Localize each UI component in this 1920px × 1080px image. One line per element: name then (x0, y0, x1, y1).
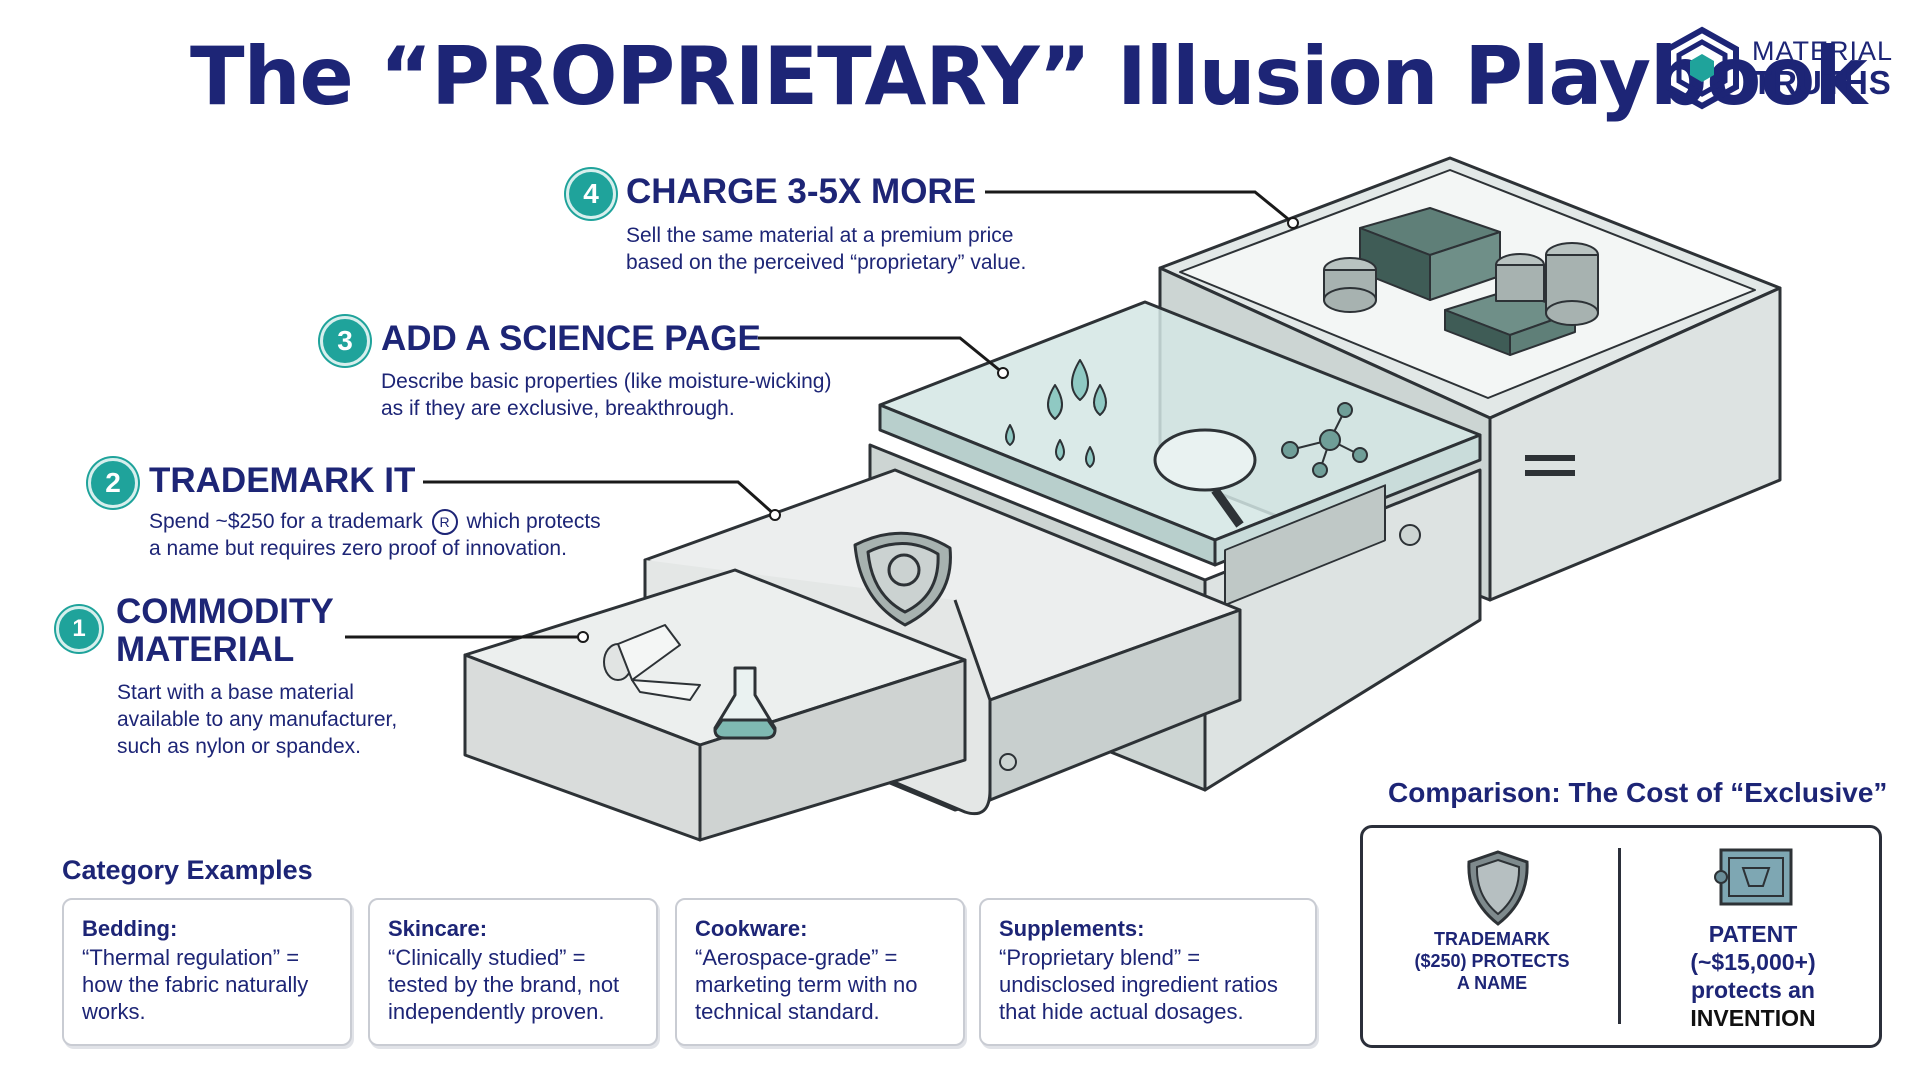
card-title: Skincare: (388, 916, 488, 941)
step-1-desc-line2: available to any manufacturer, (117, 708, 398, 731)
trademark-line1: TRADEMARK (1434, 929, 1550, 949)
step-2-heading: TRADEMARK IT (149, 461, 416, 500)
registered-icon: R (431, 509, 458, 536)
step-3-heading: ADD A SCIENCE PAGE (381, 319, 761, 358)
card-title: Bedding: (82, 916, 178, 941)
category-card-cookware: Cookware: “Aerospace-grade” = marketing … (675, 898, 965, 1046)
page-title: The “PROPRIETARY” Illusion Playbook (190, 30, 1867, 123)
fabric-roll-icon (603, 624, 701, 701)
hexagon-logo-icon (1665, 26, 1739, 110)
card-body: “Proprietary blend” = undisclosed ingred… (999, 945, 1278, 1024)
comparison-trademark-text: TRADEMARK ($250) PROTECTS A NAME (1397, 928, 1587, 994)
leader-lines (345, 190, 1299, 643)
coin-stack-icon (1323, 242, 1599, 326)
step-1-desc-line1: Start with a base material (117, 681, 354, 704)
patent-line4: INVENTION (1690, 1005, 1816, 1031)
comparison-patent-text: PATENT (~$15,000+) protects an INVENTION (1653, 920, 1853, 1032)
patent-line3: protects an (1691, 977, 1815, 1003)
shield-icon (1467, 850, 1529, 926)
step-1-heading-line2: MATERIAL (116, 630, 295, 669)
logo-text-material: MATERIAL (1752, 36, 1894, 66)
step-1-desc-line3: such as nylon or spandex. (117, 735, 361, 758)
category-card-supplements: Supplements: “Proprietary blend” = undis… (979, 898, 1317, 1046)
registered-shield-icon (853, 531, 952, 627)
step-2-number-badge: 2 (88, 458, 138, 508)
card-body: “Aerospace-grade” = marketing term with … (695, 945, 918, 1024)
category-card-bedding: Bedding: “Thermal regulation” = how the … (62, 898, 352, 1046)
logo-text-truths: TRUTHS (1752, 64, 1892, 101)
step-3-number-badge: 3 (320, 316, 370, 366)
comparison-divider (1618, 848, 1621, 1024)
step-1-heading-line1: COMMODITY (116, 592, 334, 631)
step-4-heading: CHARGE 3-5X MORE (626, 172, 977, 211)
step-3-desc-line2: as if they are exclusive, breakthrough. (381, 397, 735, 420)
step-1-number-badge: 1 (56, 606, 102, 652)
water-drop-icon (1005, 359, 1107, 468)
step-2-desc-pre: Spend ~$250 for a trademark (149, 510, 423, 533)
step-4-desc-line1: Sell the same material at a premium pric… (626, 224, 1014, 247)
step-2-desc-line2: a name but requires zero proof of innova… (149, 537, 567, 560)
step-2-desc-line1: Spend ~$250 for a trademark R which prot… (149, 508, 601, 536)
magnifier-icon (1153, 428, 1257, 528)
patent-line2: (~$15,000+) (1690, 949, 1816, 975)
trademark-line3: A NAME (1456, 973, 1528, 993)
trademark-line2: ($250) PROTECTS (1414, 951, 1570, 971)
comparison-box: TRADEMARK ($250) PROTECTS A NAME PATENT … (1360, 825, 1882, 1048)
commodity-material-block (463, 568, 967, 842)
card-body: “Clinically studied” = tested by the bra… (388, 945, 620, 1024)
card-title: Supplements: (999, 916, 1145, 941)
brand-logo: MATERIAL TRUTHS (1660, 26, 1900, 110)
category-card-skincare: Skincare: “Clinically studied” = tested … (368, 898, 658, 1046)
patent-blueprint-icon (1714, 848, 1793, 906)
step-3-desc-line1: Describe basic properties (like moisture… (381, 370, 832, 393)
card-body: “Thermal regulation” = how the fabric na… (82, 945, 309, 1024)
category-examples-title: Category Examples (62, 855, 313, 885)
card-title: Cookware: (695, 916, 808, 941)
step-4-desc-line2: based on the perceived “proprietary” val… (626, 251, 1027, 274)
patent-line1: PATENT (1708, 921, 1798, 947)
comparison-title: Comparison: The Cost of “Exclusive” (1388, 777, 1888, 808)
step-2-desc-post: which protects (466, 510, 601, 533)
step-4-number-badge: 4 (566, 169, 616, 219)
flask-icon (713, 666, 777, 740)
molecule-icon (1281, 402, 1368, 478)
